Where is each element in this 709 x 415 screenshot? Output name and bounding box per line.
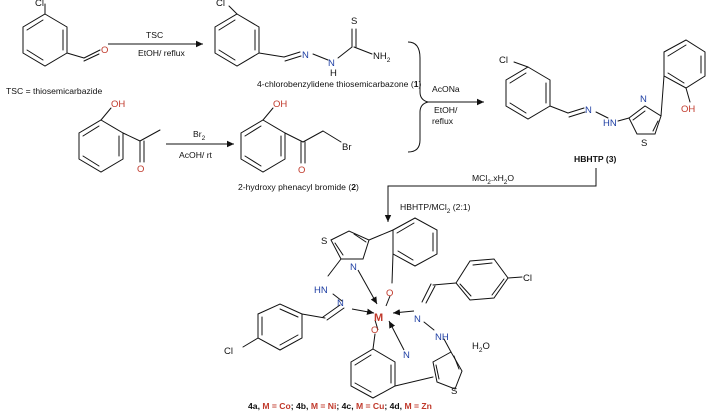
reagent-sodium-acetate-label: AcONa — [432, 84, 460, 94]
thiosemicarbazone-structure: Cl N N H S NH2 — [214, 0, 391, 79]
chlorine-atom-label: Cl — [224, 346, 233, 357]
oxygen-atom-label: O — [386, 288, 393, 299]
nitrogen-atom-label: N — [414, 314, 421, 325]
nh-group-label: HN — [603, 118, 617, 129]
reagent-tsc-label: TSC — [146, 30, 163, 40]
bromine-atom-label: Br — [342, 142, 352, 153]
reagent-acetic-acid-label: AcOH/ rt — [179, 150, 213, 160]
nh-group-label: HN — [314, 285, 328, 296]
phenacyl-bromide-structure: OH O Br — [240, 99, 352, 176]
nh-group-label: NH — [435, 332, 449, 343]
tsc-definition-label: TSC = thiosemicarbazide — [6, 86, 102, 96]
nitrogen-atom-label: N — [328, 58, 335, 69]
nitrogen-atom-label: N — [585, 105, 592, 116]
sulfur-atom-label: S — [641, 138, 647, 149]
oxygen-atom-label: O — [371, 325, 378, 336]
water-molecule-label: H2O — [472, 341, 490, 354]
reaction-arrow-4 — [384, 168, 597, 222]
metal-center-label: M — [374, 312, 383, 324]
chlorine-atom-label: Cl — [523, 273, 532, 284]
hydrogen-atom-label: H — [330, 68, 337, 79]
complex-series-caption: 4a, M = Co; 4b, M = Ni; 4c, M = Cu; 4d, … — [248, 401, 432, 411]
compound-2-caption: 2-hydroxy phenacyl bromide (2) — [238, 182, 359, 192]
nitrogen-atom-label: N — [350, 262, 357, 273]
nitrogen-atom-label: N — [403, 350, 410, 361]
oxygen-atom-label: O — [298, 165, 305, 176]
metal-complex-structure: S N HN N O M N NH O N S Cl Cl — [224, 217, 532, 399]
nitrogen-atom-label: N — [337, 298, 344, 309]
reagent-ethanol-reflux-label: EtOH/ reflux — [138, 48, 186, 58]
sulfur-atom-label: S — [351, 16, 357, 27]
combining-bracket — [407, 41, 429, 153]
chlorine-atom-label: Cl — [499, 55, 508, 66]
hydroxyl-group-label: OH — [273, 99, 287, 110]
reagent-bromine-label: Br2 — [193, 129, 206, 142]
hydroxyl-group-label: OH — [111, 99, 125, 110]
reagent-metal-chloride-label: MCl2.xH2O — [472, 173, 514, 186]
chlorobenzaldehyde-structure: Cl O — [22, 0, 108, 67]
compound-3-caption: HBHTP (3) — [574, 154, 616, 164]
nitrogen-atom-label: N — [640, 94, 647, 105]
reagent-reflux-label: reflux — [432, 116, 454, 126]
sulfur-atom-label: S — [451, 386, 457, 397]
nitrogen-atom-label: N — [302, 50, 309, 61]
reagent-ratio-label: HBHTP/MCl2 (2:1) — [400, 202, 471, 215]
hbhtp-structure: Cl N HN N S OH — [499, 39, 706, 149]
chlorine-atom-label: Cl — [35, 0, 44, 9]
compound-1-caption: 4-chlorobenzylidene thiosemicarbazone (1… — [257, 79, 421, 89]
chlorine-atom-label: Cl — [216, 0, 225, 9]
reagent-ethanol-label: EtOH/ — [434, 105, 458, 115]
sulfur-atom-label: S — [321, 236, 327, 247]
amine-group-label: NH2 — [373, 51, 391, 64]
oxygen-atom-label: O — [137, 164, 144, 175]
hydroxyl-group-label: OH — [681, 104, 695, 115]
hydroxyacetophenone-structure: OH O — [78, 99, 161, 175]
oxygen-atom-label: O — [101, 45, 108, 56]
